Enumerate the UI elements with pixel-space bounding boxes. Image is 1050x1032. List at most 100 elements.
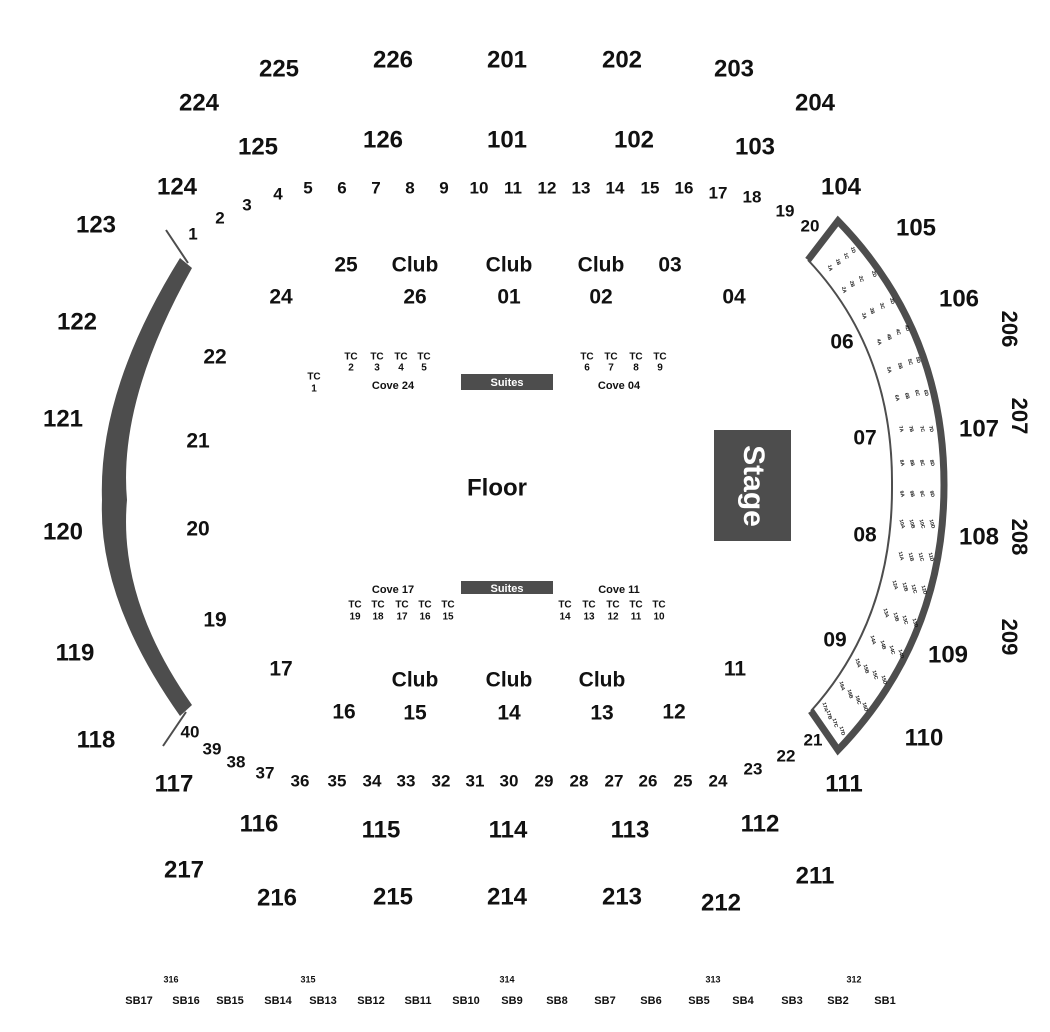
floor-section-label: 09 (823, 629, 846, 652)
seat-row-label: 1A (826, 264, 834, 272)
lower-section-label: 102 (614, 126, 654, 153)
seat-row-label: 8C (918, 459, 926, 467)
seat-row-label: 15B (862, 664, 870, 675)
seat-row-label: 16D (861, 702, 869, 713)
floor-section-label: 11 (724, 658, 747, 681)
seat-row-label: 4A (875, 338, 883, 346)
floor-section-label: 14 (497, 702, 521, 725)
seat-row-label: 6B (903, 392, 911, 400)
suite-box-label: SB11 (405, 995, 432, 1007)
suite-group-label: 315 (300, 974, 315, 984)
floor-row-label: 15 (641, 178, 660, 197)
seat-row-label: 15C (871, 670, 879, 681)
floor-row-label: 16 (675, 178, 694, 197)
upper-section-label: 203 (714, 55, 754, 82)
table-label: TC (348, 600, 361, 611)
seat-row-label: 12C (910, 584, 918, 595)
table-label: 4 (398, 363, 404, 374)
seat-row-label: 3C (878, 302, 886, 310)
lower-section-label: 116 (240, 810, 279, 837)
suite-box-label: SB1 (874, 995, 895, 1007)
seat-row-label: 13A (882, 608, 890, 619)
floor-section-label: 03 (658, 254, 681, 277)
table-label: TC (417, 352, 430, 363)
seat-row-label: 8B (908, 459, 916, 467)
table-label: TC (652, 600, 665, 611)
upper-section-label: 206 (997, 311, 1022, 348)
lower-section-label: 124 (157, 173, 198, 200)
floor-row-label: 9 (439, 178, 448, 197)
table-label: TC (344, 352, 357, 363)
seat-row-label: 2C (857, 275, 865, 283)
floor-row-label: 39 (203, 739, 222, 758)
table-label: 3 (374, 363, 380, 374)
seat-row-label: 7C (918, 425, 926, 433)
floor-row-label: 35 (328, 771, 347, 790)
lower-section-label: 122 (57, 308, 97, 335)
lower-section-label: 120 (43, 518, 83, 545)
seat-row-label: 3A (860, 312, 868, 320)
upper-section-label: 211 (796, 862, 835, 889)
floor-section-label: 13 (590, 702, 613, 725)
seat-row-label: 14C (888, 645, 896, 656)
suite-box-label: SB3 (781, 995, 802, 1007)
left-wall-top-line (165, 229, 189, 264)
seat-row-label: 16C (854, 695, 862, 706)
lower-section-label: 105 (896, 214, 936, 241)
seat-row-label: 15D (880, 675, 888, 686)
table-label: TC (580, 352, 593, 363)
cove-label: Cove 24 (372, 380, 415, 392)
seat-row-label: 8D (928, 459, 936, 467)
lower-section-label: 111 (825, 770, 862, 797)
table-label: TC (394, 352, 407, 363)
lower-section-label: 110 (905, 724, 944, 751)
table-label: TC (371, 600, 384, 611)
floor-row-label: 37 (256, 763, 275, 782)
cove-label: Cove 04 (598, 380, 641, 392)
table-label: 8 (633, 363, 639, 374)
floor-row-label: 28 (570, 771, 589, 790)
seat-row-label: 9C (918, 490, 926, 498)
cove-label: Cove 17 (372, 584, 414, 596)
seat-row-label: 5D (914, 356, 922, 364)
table-label: 18 (372, 612, 384, 623)
upper-section-label: 224 (179, 89, 220, 116)
seat-row-label: 17A (821, 702, 829, 713)
floor-row-label: 21 (804, 730, 823, 749)
seat-row-label: 9D (928, 490, 936, 498)
table-label: 14 (559, 612, 571, 623)
club-label: Club (578, 254, 625, 277)
floor-section-label: 25 (334, 254, 358, 277)
lower-section-label: 106 (939, 285, 979, 312)
floor-row-label: 13 (572, 178, 591, 197)
seat-row-label: 7D (927, 425, 935, 433)
table-label: 13 (583, 612, 595, 623)
lower-section-label: 117 (155, 770, 194, 797)
seat-row-label: 5A (885, 366, 893, 374)
table-label: TC (606, 600, 619, 611)
floor-row-label: 29 (535, 771, 554, 790)
seat-row-label: 6C (913, 389, 921, 397)
suite-group-label: 313 (705, 974, 720, 984)
upper-section-label: 226 (373, 46, 413, 73)
lower-section-label: 107 (959, 415, 999, 442)
table-label: TC (558, 600, 571, 611)
seat-row-label: 16B (846, 689, 854, 700)
lower-section-label: 109 (928, 641, 968, 668)
suite-box-label: SB17 (125, 995, 153, 1007)
table-label: 6 (584, 363, 590, 374)
seat-row-label: 3B (868, 307, 876, 315)
suite-box-label: SB8 (546, 995, 567, 1007)
upper-section-label: 225 (259, 55, 299, 82)
table-label: TC (441, 600, 454, 611)
seat-row-label: 10A (898, 519, 906, 530)
suite-box-label: SB4 (732, 995, 754, 1007)
seat-row-label: 14D (897, 649, 905, 660)
seat-row-label: 10B (908, 519, 916, 530)
suite-group-label: 314 (499, 974, 514, 984)
floor-section-label: 04 (722, 286, 746, 309)
suite-box-label: SB15 (216, 995, 244, 1007)
suite-box-label: SB13 (309, 995, 337, 1007)
